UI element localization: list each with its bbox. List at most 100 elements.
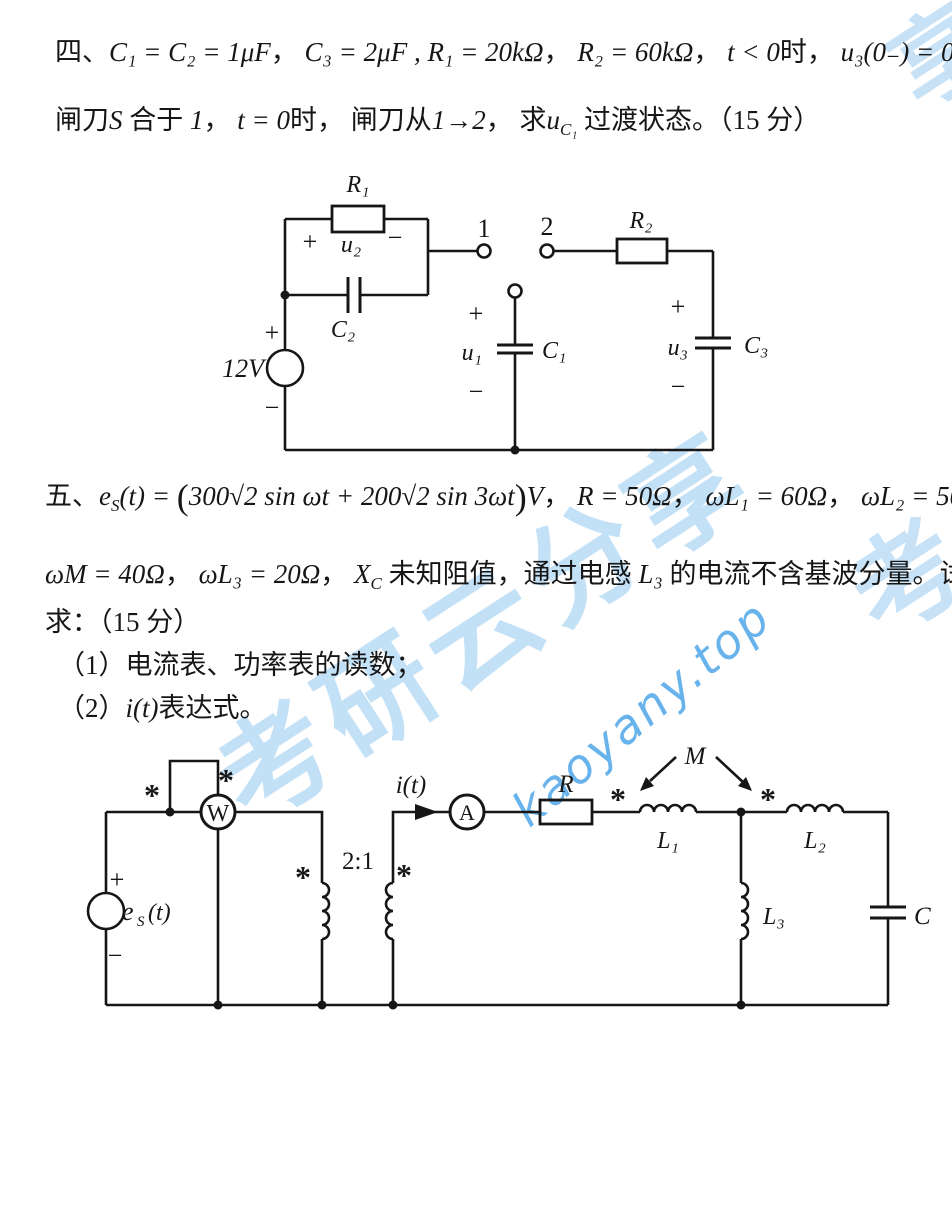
label-plus-u2: + <box>303 227 318 256</box>
node-dot <box>736 807 746 817</box>
label-r1: R₁ <box>345 172 369 198</box>
text-segment: 闸刀 <box>55 105 109 135</box>
resistor-r <box>538 798 594 826</box>
node-dot <box>736 1000 746 1010</box>
label-l3: L₃ <box>762 904 785 930</box>
capacitor-c1-plates <box>497 343 533 355</box>
node-dot <box>213 1000 223 1010</box>
capacitor-c3-plates <box>695 336 731 350</box>
label-l1: L₁ <box>656 828 679 854</box>
text-segment: ωL₁ = 60Ω <box>705 481 828 511</box>
ammeter <box>448 793 486 831</box>
text-segment: u₃(0₋) = 0V <box>840 37 952 67</box>
label-r2: R₂ <box>628 208 652 234</box>
text-segment: 四、 <box>55 37 109 67</box>
text-segment: 合于 <box>122 105 190 135</box>
wattmeter <box>199 793 237 831</box>
label-cap3: C₃ <box>744 333 768 359</box>
dot-mark-w-right: * <box>218 762 234 798</box>
text-segment: i(t) <box>125 693 159 723</box>
text-segment: ωL₂ = 50Ω <box>860 481 952 511</box>
text-segment: 五、 <box>45 481 99 511</box>
node-dot <box>388 1000 398 1010</box>
label-minus-es: − <box>108 941 123 970</box>
text-segment: ( <box>176 477 189 517</box>
text-segment: t < 0 <box>727 37 780 67</box>
problem5-line1: 五、eS(t) = (300√2 sin ωt + 200√2 sin 3ωt)… <box>45 474 952 518</box>
dot-mark-l1: * <box>610 781 626 817</box>
capacitor-c2-plates <box>346 277 362 313</box>
text-segment: ， <box>543 37 578 67</box>
voltage-source-es <box>86 891 126 931</box>
transformer-primary-coil <box>321 881 331 941</box>
text-segment: （1）电流表、功率表的读数； <box>58 650 423 680</box>
capacitor-c-plates <box>870 905 906 920</box>
resistor-r1 <box>330 204 386 234</box>
problem5-item2: （2）i(t)表达式。 <box>58 686 267 725</box>
label-plus-source: + <box>265 318 280 347</box>
text-segment: L₃ <box>638 559 663 589</box>
mutual-arrow-right-head <box>738 777 752 791</box>
circuit1-diagram <box>265 204 731 455</box>
text-segment: 时， <box>779 37 841 67</box>
text-segment: 1 <box>190 105 204 135</box>
text-segment: (t) = <box>119 481 177 511</box>
text-segment: S <box>110 496 120 515</box>
label-minus-u3: − <box>671 372 686 401</box>
text-segment: 未知阻值，通过电感 <box>381 559 639 589</box>
node-dot <box>317 1000 327 1010</box>
text-segment: ) <box>514 477 527 517</box>
text-segment: C <box>370 574 382 593</box>
inductor-l3-coil <box>740 881 750 941</box>
node-dot <box>165 807 175 817</box>
circuit2-wires <box>104 759 890 1007</box>
label-es-sub: S <box>137 914 145 930</box>
problem5-item1: （1）电流表、功率表的读数； <box>58 643 423 682</box>
text-segment: （2） <box>58 693 126 723</box>
label-es-e: e <box>122 897 134 926</box>
dot-mark-l2: * <box>760 781 776 817</box>
circuit2-labels: W A * * * * * * 2:1 e S (t) + − i(t) R L… <box>108 743 931 970</box>
text-segment: X <box>354 559 371 589</box>
text-segment: 求：（15 分） <box>45 607 201 637</box>
dot-mark-secondary: * <box>396 857 412 893</box>
circuit1-wires <box>283 217 715 452</box>
mutual-arrow-left-line <box>649 756 677 782</box>
text-segment: e <box>99 481 111 511</box>
label-current: i(t) <box>396 772 427 799</box>
label-plus-u3: + <box>671 292 686 321</box>
text-segment: ， 求 <box>485 105 547 135</box>
label-contact-2: 2 <box>541 212 554 241</box>
label-u3: u₃ <box>668 335 688 361</box>
label-r: R <box>557 771 573 798</box>
text-segment: C₁ = C₂ = 1μF <box>109 37 271 67</box>
label-es-t: (t) <box>148 900 171 926</box>
text-segment: C₁ <box>559 120 578 139</box>
inductor-l2-coil <box>785 803 845 813</box>
label-minus-u2: − <box>388 223 403 252</box>
label-m: M <box>684 743 707 770</box>
circuit1-labels: R₁ + u₂ − C₂ 12V + − 1 2 R₂ + u₁ − C₁ + … <box>222 172 768 422</box>
text-segment: ， <box>270 37 305 67</box>
ammeter-letter: A <box>459 800 475 825</box>
switch-contact-2 <box>539 243 555 259</box>
dot-mark-w-left: * <box>144 777 160 813</box>
problem4-line2: 闸刀S 合于 1， t = 0时， 闸刀从1→2， 求uC₁ 过渡状态。（15 … <box>55 98 820 140</box>
label-u1: u₁ <box>462 340 482 366</box>
text-segment: ， <box>203 105 238 135</box>
label-ratio: 2:1 <box>342 848 374 875</box>
text-segment: ， <box>671 481 706 511</box>
text-segment: R₂ = 60kΩ <box>577 37 694 67</box>
text-segment: ωM = 40Ω <box>45 559 165 589</box>
text-segment: 时， 闸刀从 <box>289 105 432 135</box>
text-segment: 1→2 <box>431 105 486 135</box>
text-segment: ωL₃ = 20Ω <box>198 559 321 589</box>
label-c: C <box>914 903 931 930</box>
problem5-line3: 求：（15 分） <box>45 600 200 639</box>
text-segment: ， <box>164 559 199 589</box>
text-segment: 过渡状态。（15 分） <box>577 105 821 135</box>
text-segment: R = 50Ω <box>576 481 672 511</box>
node-dot <box>280 290 290 300</box>
